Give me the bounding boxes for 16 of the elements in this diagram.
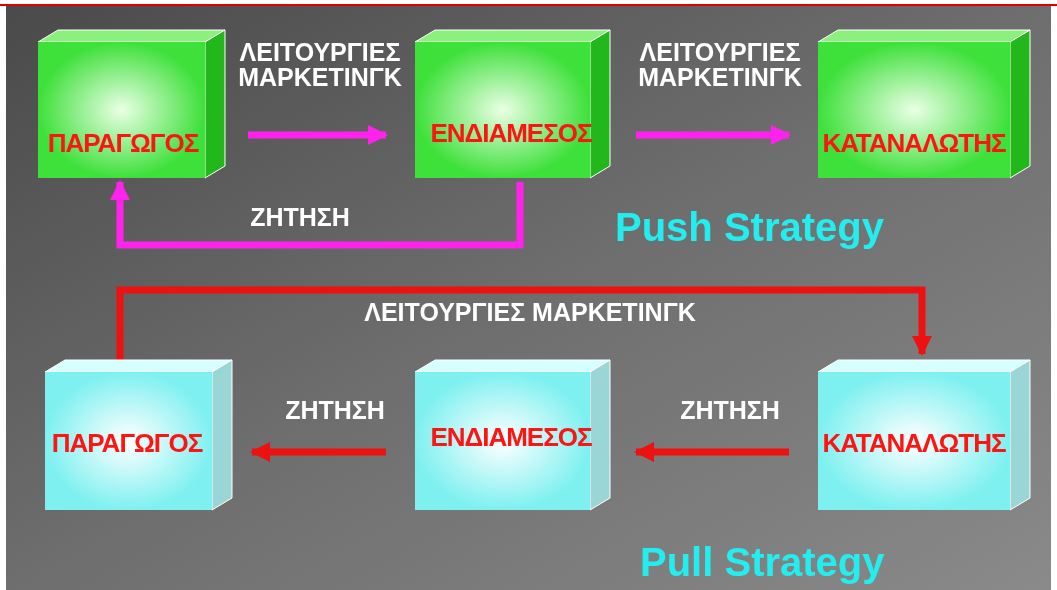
node-label: ΚΑΤΑΝΑΛΩΤΗΣ — [821, 128, 1007, 159]
node-label: ΠΑΡΑΓΩΓΟΣ — [50, 428, 204, 459]
edge-label: ΛΕΙΤΟΥΡΓΙΕΣ ΜΑΡΚΕΤΙΝΓΚ — [637, 40, 803, 90]
strategy-title: Pull Strategy — [640, 540, 885, 585]
edge-label: ΖΗΤΗΣΗ — [284, 398, 386, 423]
edge-label: ΖΗΤΗΣΗ — [249, 205, 351, 230]
arrow — [116, 286, 932, 360]
arrow — [110, 180, 524, 249]
node-label: ΕΝΔΙΑΜΕΣΟΣ — [429, 118, 593, 149]
node-label: ΠΑΡΑΓΩΓΟΣ — [46, 128, 200, 159]
strategy-title: Push Strategy — [615, 205, 884, 250]
edge-label: ΛΕΙΤΟΥΡΓΙΕΣ ΜΑΡΚΕΤΙΝΓΚ — [363, 300, 697, 325]
edge-label: ΛΕΙΤΟΥΡΓΙΕΣ ΜΑΡΚΕΤΙΝΓΚ — [237, 40, 403, 90]
edge-label: ΖΗΤΗΣΗ — [679, 398, 781, 423]
node-label: ΕΝΔΙΑΜΕΣΟΣ — [429, 422, 593, 453]
node-label: ΚΑΤΑΝΑΛΩΤΗΣ — [821, 428, 1007, 459]
